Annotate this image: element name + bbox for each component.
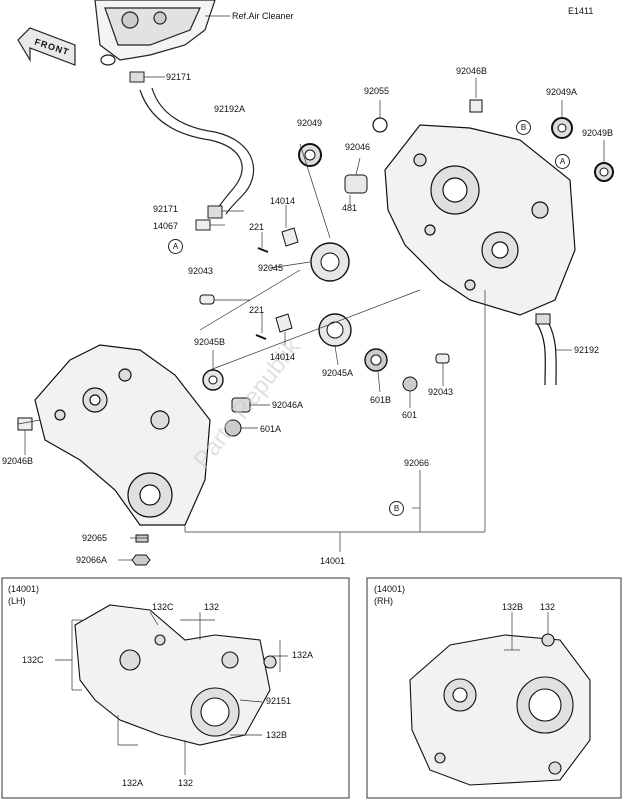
label-92045: 92045 (258, 263, 284, 273)
inset-rh-title: (14001) (374, 584, 406, 594)
inset-rh-frame (366, 577, 622, 799)
label-92171-top: 92171 (166, 72, 192, 82)
breather-hose-92192A (139, 87, 255, 215)
clamp-92171-top (129, 71, 145, 83)
callout-A-top: A (555, 154, 570, 169)
inset-rh-leaders (504, 612, 549, 651)
label-92045B: 92045B (194, 337, 226, 347)
inset-lh-label-132-top: 132 (204, 602, 220, 612)
inset-lh-crankcase (74, 604, 277, 746)
inset-lh-label-132C-top: 132C (152, 602, 174, 612)
crankcase-right-half (384, 124, 576, 316)
ref-air-cleaner-label: Ref.Air Cleaner (232, 11, 294, 21)
inset-lh-label-132B: 132B (266, 730, 288, 740)
dowel-92043-left (199, 294, 215, 305)
inset-rh-crankcase (409, 633, 591, 786)
label-221-bot: 221 (249, 305, 265, 315)
inset-rh-label-132: 132 (540, 602, 556, 612)
label-14067: 14067 (153, 221, 179, 231)
fitting-92192-top (535, 313, 551, 325)
label-481: 481 (342, 203, 358, 213)
front-arrow-icon (17, 27, 76, 66)
air-cleaner-housing (94, 0, 216, 66)
label-92046A: 92046A (272, 400, 304, 410)
label-92192: 92192 (574, 345, 600, 355)
label-92049A: 92049A (546, 87, 578, 97)
callout-A-left: A (168, 239, 183, 254)
callout-B-top: B (516, 120, 531, 135)
inset-lh-subtitle: (LH) (8, 596, 26, 606)
label-92066: 92066 (404, 458, 430, 468)
label-221-top: 221 (249, 222, 265, 232)
label-92065: 92065 (82, 533, 108, 543)
bearing-92046 (344, 174, 368, 194)
fitting-14067 (195, 219, 211, 231)
inset-rh-subtitle: (RH) (374, 596, 393, 606)
label-92171-mid: 92171 (153, 204, 179, 214)
label-92192A: 92192A (214, 104, 246, 114)
leader-lines (17, 76, 605, 561)
bolt-92066A (131, 554, 151, 566)
label-92043-left: 92043 (188, 266, 214, 276)
bolt-221-top (257, 247, 269, 253)
label-601A: 601A (260, 424, 282, 434)
bearing-601 (402, 376, 418, 392)
plate-14014-bot (275, 313, 293, 333)
label-92066A: 92066A (76, 555, 108, 565)
callout-B-bottom: B (389, 501, 404, 516)
label-92046: 92046 (345, 142, 371, 152)
label-601: 601 (402, 410, 418, 420)
plate-14014-top (281, 227, 299, 247)
inset-lh-frame (1, 577, 350, 799)
dowel-92043-right (435, 353, 450, 364)
inset-lh-label-132-bottom: 132 (178, 778, 194, 788)
dowel-92046B-top (469, 99, 483, 113)
inset-lh-leaders (55, 611, 288, 775)
crankcase-left-half (34, 344, 211, 526)
clamp-92171-mid (207, 205, 223, 219)
label-92043-right: 92043 (428, 387, 454, 397)
inset-lh-title: (14001) (8, 584, 40, 594)
label-92045A: 92045A (322, 368, 354, 378)
inset-lh-label-132A-bottom: 132A (122, 778, 144, 788)
label-92049B: 92049B (582, 128, 614, 138)
label-92049: 92049 (297, 118, 323, 128)
inset-lh-label-132A-right: 132A (292, 650, 314, 660)
figure-code: E1411 (568, 6, 594, 16)
label-14001: 14001 (320, 556, 346, 566)
bolt-221-bot (255, 334, 267, 340)
inset-lh-label-92151: 92151 (266, 696, 292, 706)
bolt-92065 (135, 534, 149, 543)
inset-lh-label-132C-left: 132C (22, 655, 44, 665)
label-14014-bot: 14014 (270, 352, 296, 362)
circlip-92055 (372, 117, 388, 133)
dowel-92046B-left (17, 417, 33, 431)
label-92046B-left: 92046B (2, 456, 34, 466)
label-92046B-top: 92046B (456, 66, 488, 76)
label-92055: 92055 (364, 86, 390, 96)
label-601B: 601B (370, 395, 392, 405)
label-14014-top: 14014 (270, 196, 296, 206)
hose-92192 (535, 321, 557, 386)
inset-rh-label-132B: 132B (502, 602, 524, 612)
